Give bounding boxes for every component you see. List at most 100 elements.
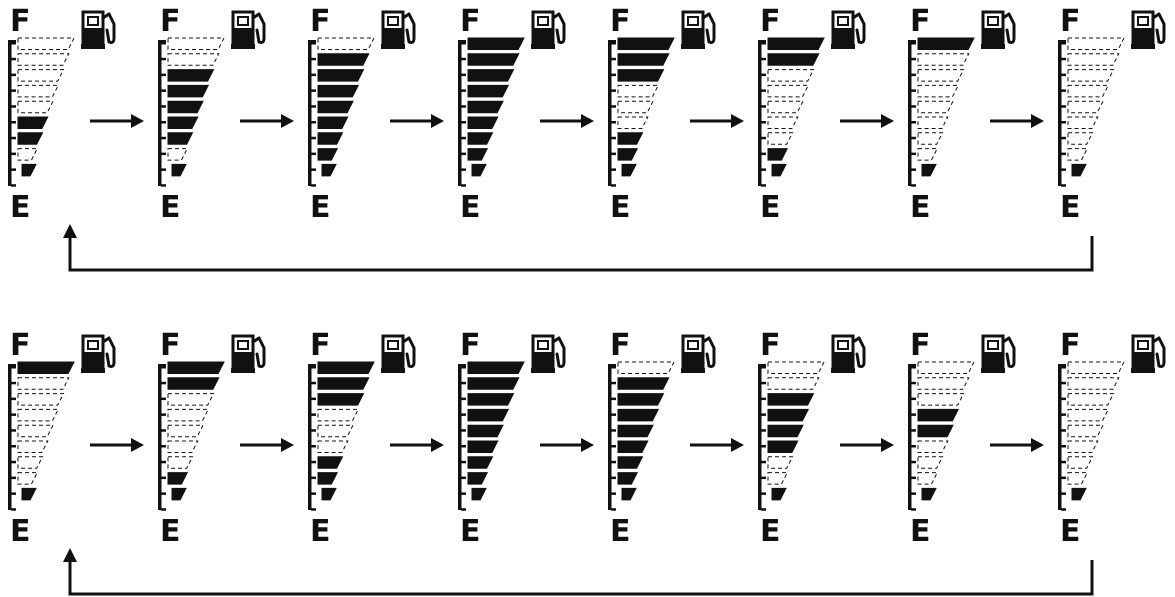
segment-unlit [1067,424,1104,438]
fuel-gauge: FE [8,4,116,225]
scale-tick [461,397,466,401]
scale-tick [461,184,466,187]
segment-unlit [1067,37,1125,50]
segment-lit [171,487,187,501]
segment-lit [317,148,339,161]
scale-tick [461,121,466,124]
scale-tick [1061,429,1066,432]
empty-label: E [910,514,931,549]
scale-tick [311,89,316,92]
scale-tick [611,89,616,92]
empty-label: E [460,190,481,225]
scale-top-cap [758,364,766,367]
segment-lit [317,100,354,114]
segment-lit [767,393,815,406]
scale-tick [911,42,916,45]
full-label: F [10,4,31,39]
segment-unlit [617,361,675,374]
fuel-gauge: FE [8,328,116,549]
right-arrow-icon [690,438,744,452]
segment-lit [767,440,799,453]
segment-unlit [917,361,975,374]
scale-top-cap [1058,40,1066,43]
segment-lit [917,408,960,422]
segment-lit [317,472,339,485]
scale-tick [461,136,466,140]
segment-lit [467,53,520,66]
segment-unlit [167,53,220,66]
segment-lit [167,377,220,390]
scale-tick [161,476,166,480]
scale-tick [911,397,916,401]
full-label: F [910,4,931,39]
scale-tick [611,152,616,156]
scale-tick [461,476,466,480]
segment-lit [767,424,804,438]
segment-unlit [1067,408,1110,422]
segment-lit [317,84,360,98]
segment-unlit [167,393,215,406]
scale-tick [311,492,316,495]
fuel-gauge: FE [908,4,1016,225]
scale-tick [761,366,766,369]
segment-unlit [17,472,39,485]
scale-tick [311,121,316,124]
scale-tick [761,89,766,92]
empty-label: E [760,514,781,549]
segment-lit [767,408,810,422]
scale-tick [611,476,616,480]
full-label: F [760,328,781,363]
scale-tick [11,460,16,464]
scale-tick [311,366,316,369]
segment-lit [767,37,825,50]
segment-unlit [917,69,965,82]
segment-lit [467,440,499,453]
fuel-pump-icon [231,10,266,49]
scale-tick [911,105,916,108]
segment-unlit [917,456,944,469]
segment-unlit [317,424,354,438]
empty-label: E [460,514,481,549]
segment-lit [467,132,494,145]
scale-tick [611,168,616,171]
empty-label: E [160,514,181,549]
fuel-pump-icon [681,10,716,49]
scale-bar [608,40,612,186]
scale-tick [761,105,766,108]
segment-lit [17,132,44,145]
segment-unlit [17,53,70,66]
scale-tick [911,168,916,171]
right-arrow-icon [390,114,444,128]
scale-tick [161,89,166,92]
scale-tick [461,366,466,369]
segment-lit [21,163,37,177]
segment-unlit [767,377,820,390]
scale-bar [8,40,12,186]
scale-tick [761,508,766,511]
segment-lit [617,456,644,469]
empty-label: E [760,190,781,225]
full-label: F [910,328,931,363]
segment-unlit [17,148,39,161]
segment-unlit [1067,456,1094,469]
segment-lit [467,37,525,50]
segment-unlit [1067,84,1110,98]
scale-tick [161,73,166,77]
scale-bar [158,40,162,186]
segment-unlit [917,377,970,390]
fuel-gauge: FE [458,328,566,549]
scale-tick [611,136,616,140]
scale-tick [311,476,316,480]
right-arrow-icon [840,114,894,128]
right-arrow-icon [840,438,894,452]
scale-tick [761,73,766,77]
empty-label: E [160,190,181,225]
scale-tick [611,121,616,124]
scale-tick [161,152,166,156]
segment-unlit [167,440,199,453]
scale-tick [1061,168,1066,171]
scale-tick [311,184,316,187]
segment-lit [467,69,515,82]
scale-bar [1058,364,1062,510]
right-arrow-icon [540,438,594,452]
